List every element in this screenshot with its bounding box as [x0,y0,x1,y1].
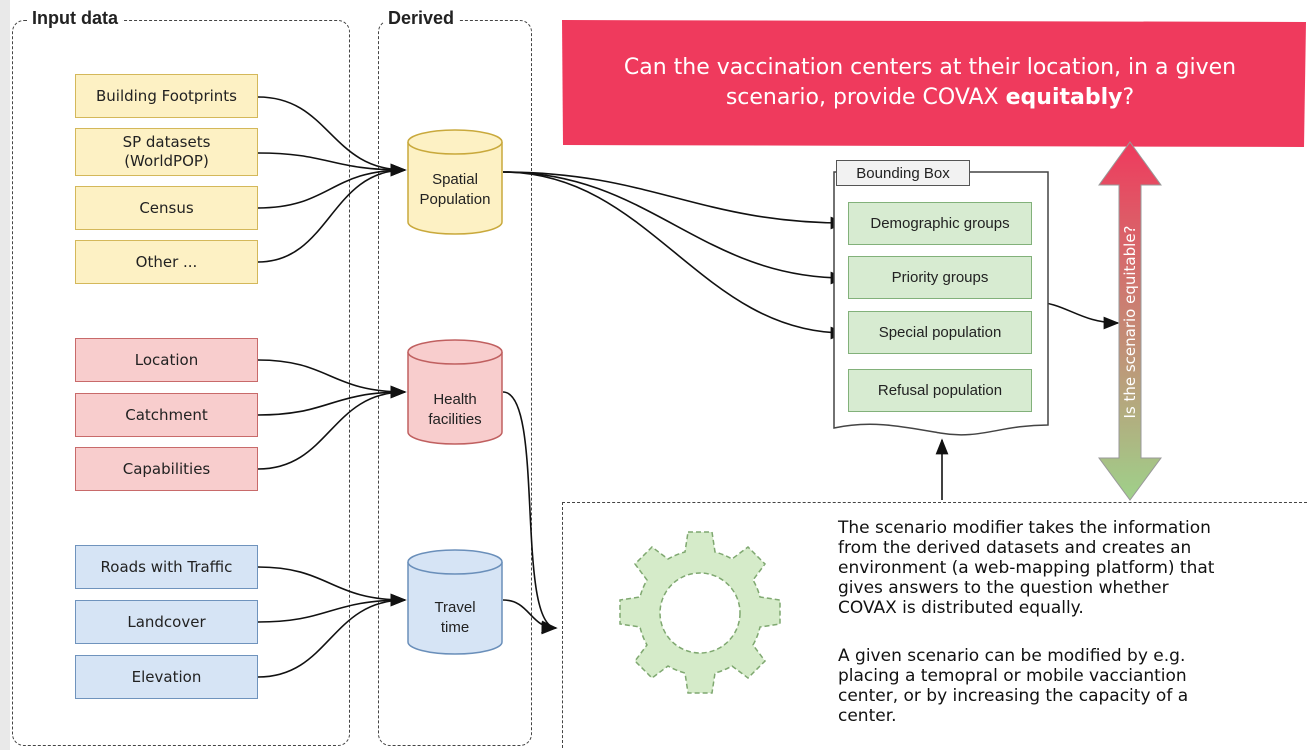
input-other: Other ... [75,240,258,284]
connector-to-special [502,171,847,340]
input-capabilities: Capabilities [75,447,258,491]
modifier-example: A given scenario can be modified by e.g.… [838,646,1298,726]
input-sp-datasets: SP datasets (WorldPOP) [75,128,258,176]
gear-icon [619,531,781,694]
equity-double-arrow [1098,141,1162,501]
connector-census [257,163,407,209]
connector-capabilities [257,385,407,470]
modifier-para2-line2: placing a temopral or mobile vacciantion [838,666,1187,686]
bbox-special-population: Special population [848,311,1032,354]
connector-to-demographic [502,171,847,230]
cylinder-health-facilities [407,339,503,445]
modifier-para2-line4: center. [838,706,897,726]
question-text: Can the vaccination centers at their loc… [560,18,1300,148]
connector-other [257,163,407,263]
left-edge-strip [0,0,10,750]
modifier-para1-line1: The scenario modifier takes the informat… [838,518,1211,538]
modifier-para1-line4: gives answers to the question whether [838,578,1169,598]
connector-building-footprints [257,96,407,177]
modifier-para2-line1: A given scenario can be modified by e.g. [838,646,1186,666]
derived-title: Derived [384,8,459,29]
modifier-para1-line5: COVAX is distributed equally. [838,598,1084,618]
input-elevation: Elevation [75,655,258,699]
modifier-description: The scenario modifier takes the informat… [838,518,1298,618]
connector-elevation [257,593,407,678]
derived-spatial-population: Spatial Population [419,171,491,208]
modifier-para2-line3: center, or by increasing the capacity of… [838,686,1189,706]
connector-health-to-modifier [502,391,558,634]
connector-travel-to-modifier [502,599,558,635]
modifier-para1-line2: from the derived datasets and creates an [838,538,1192,558]
modifier-para1-line3: environment (a web-mapping platform) tha… [838,558,1215,578]
connector-catchment [257,385,407,416]
input-landcover: Landcover [75,600,258,644]
cylinder-spatial-population [407,129,503,235]
bounding-box-title: Bounding Box [836,160,970,186]
input-data-title: Input data [28,8,122,29]
connector-to-priority [502,171,847,285]
bbox-refusal-population: Refusal population [848,369,1032,412]
question-line-2: scenario, provide COVAX equitably? [725,85,1135,110]
cylinder-travel-time [407,549,503,655]
connector-sp-datasets [257,152,407,177]
question-banner [562,20,1306,147]
input-building-footprints: Building Footprints [75,74,258,118]
input-catchment: Catchment [75,393,258,437]
input-roads-with-traffic: Roads with Traffic [75,545,258,589]
scenario-modifier-box [562,502,1307,748]
bbox-demographic-groups: Demographic groups [848,202,1032,245]
equity-label: Is the scenario equitable? [1121,225,1139,419]
connector-location [257,359,407,399]
input-location: Location [75,338,258,382]
derived-travel-time: Travel time [434,599,476,636]
bbox-priority-groups: Priority groups [848,256,1032,299]
derived-health-facilities: Health facilities [428,391,482,428]
input-census: Census [75,186,258,230]
connector-landcover [257,593,407,623]
connector-roads [257,566,407,607]
question-line-1: Can the vaccination centers at their loc… [623,55,1237,80]
